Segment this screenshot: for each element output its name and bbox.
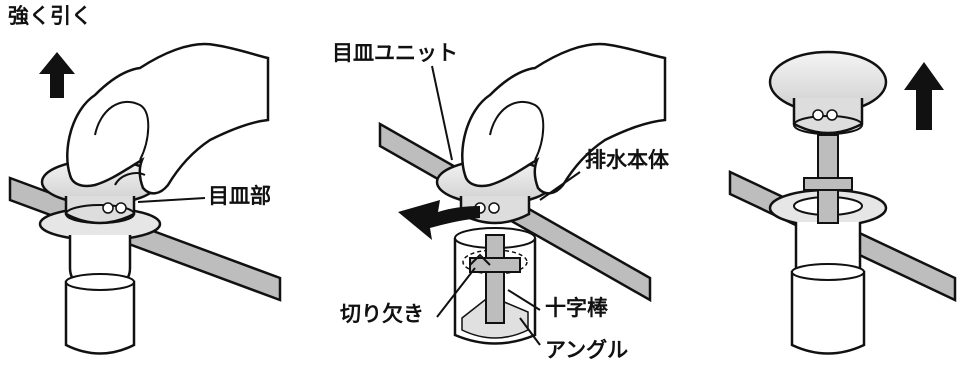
angle-label: アングル xyxy=(545,338,629,362)
center-angle-leader xyxy=(519,317,541,346)
left-part-leader xyxy=(137,197,206,203)
left-up-arrow xyxy=(39,52,75,98)
pull-strongly-label: 強く引く xyxy=(8,4,92,28)
plate-unit-label: 目皿ユニット xyxy=(332,41,458,65)
right-drain-body xyxy=(768,188,888,355)
center-cross-rod xyxy=(469,234,521,324)
left-panel xyxy=(8,42,282,355)
left-hand xyxy=(66,42,270,195)
cross-rod-label: 十字棒 xyxy=(545,296,608,320)
left-drain-body xyxy=(38,206,162,355)
right-cross-rod xyxy=(803,134,853,224)
drain-body-label: 排水本体 xyxy=(585,148,669,172)
center-notch-leader xyxy=(436,267,476,318)
plate-part-label: 目皿部 xyxy=(208,184,271,208)
right-up-arrow xyxy=(904,62,944,130)
right-panel xyxy=(728,50,957,355)
center-body-leader xyxy=(539,171,581,201)
notch-label: 切り欠き xyxy=(340,302,424,326)
right-drain-cap xyxy=(768,50,888,135)
center-hand xyxy=(461,42,667,195)
center-cross-leader xyxy=(507,289,541,311)
center-unit-leader xyxy=(431,65,453,161)
center-rotate-arrow xyxy=(398,200,480,240)
center-panel xyxy=(378,42,667,346)
